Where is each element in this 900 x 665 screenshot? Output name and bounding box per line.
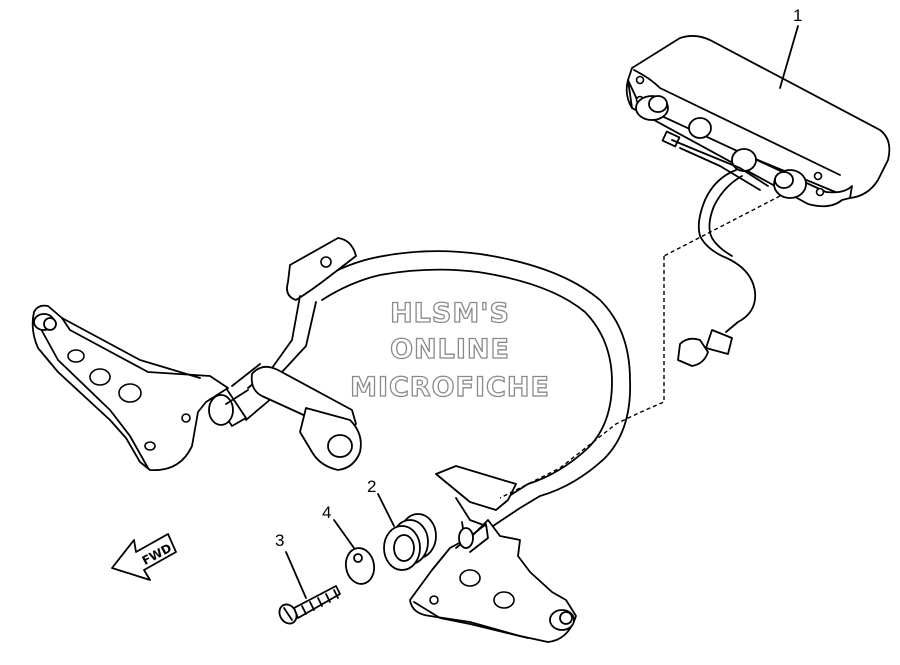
watermark-line-1: HLSM'S	[390, 298, 510, 329]
screw	[278, 585, 341, 625]
leader-1	[779, 25, 799, 89]
rear-bracket	[208, 237, 632, 529]
assembly-line	[499, 256, 665, 499]
leader-3	[285, 551, 307, 599]
leader-2	[377, 493, 395, 527]
grommet	[383, 513, 437, 571]
right-mounting-plate	[409, 465, 577, 643]
callout-1: 1	[793, 6, 802, 25]
watermark-line-3: MICROFICHE	[350, 372, 550, 403]
callout-3: 3	[275, 531, 284, 550]
callout-2: 2	[367, 477, 376, 496]
watermark-line-2: ONLINE	[390, 334, 510, 365]
left-mounting-plate	[31, 304, 229, 471]
forward-direction-arrow: FWD	[111, 533, 177, 581]
leader-4	[333, 519, 355, 549]
watermark: HLSM'S ONLINE MICROFICHE	[349, 297, 550, 403]
washer	[344, 547, 376, 585]
callout-4: 4	[322, 503, 331, 522]
tail-light-assembly	[625, 35, 891, 367]
